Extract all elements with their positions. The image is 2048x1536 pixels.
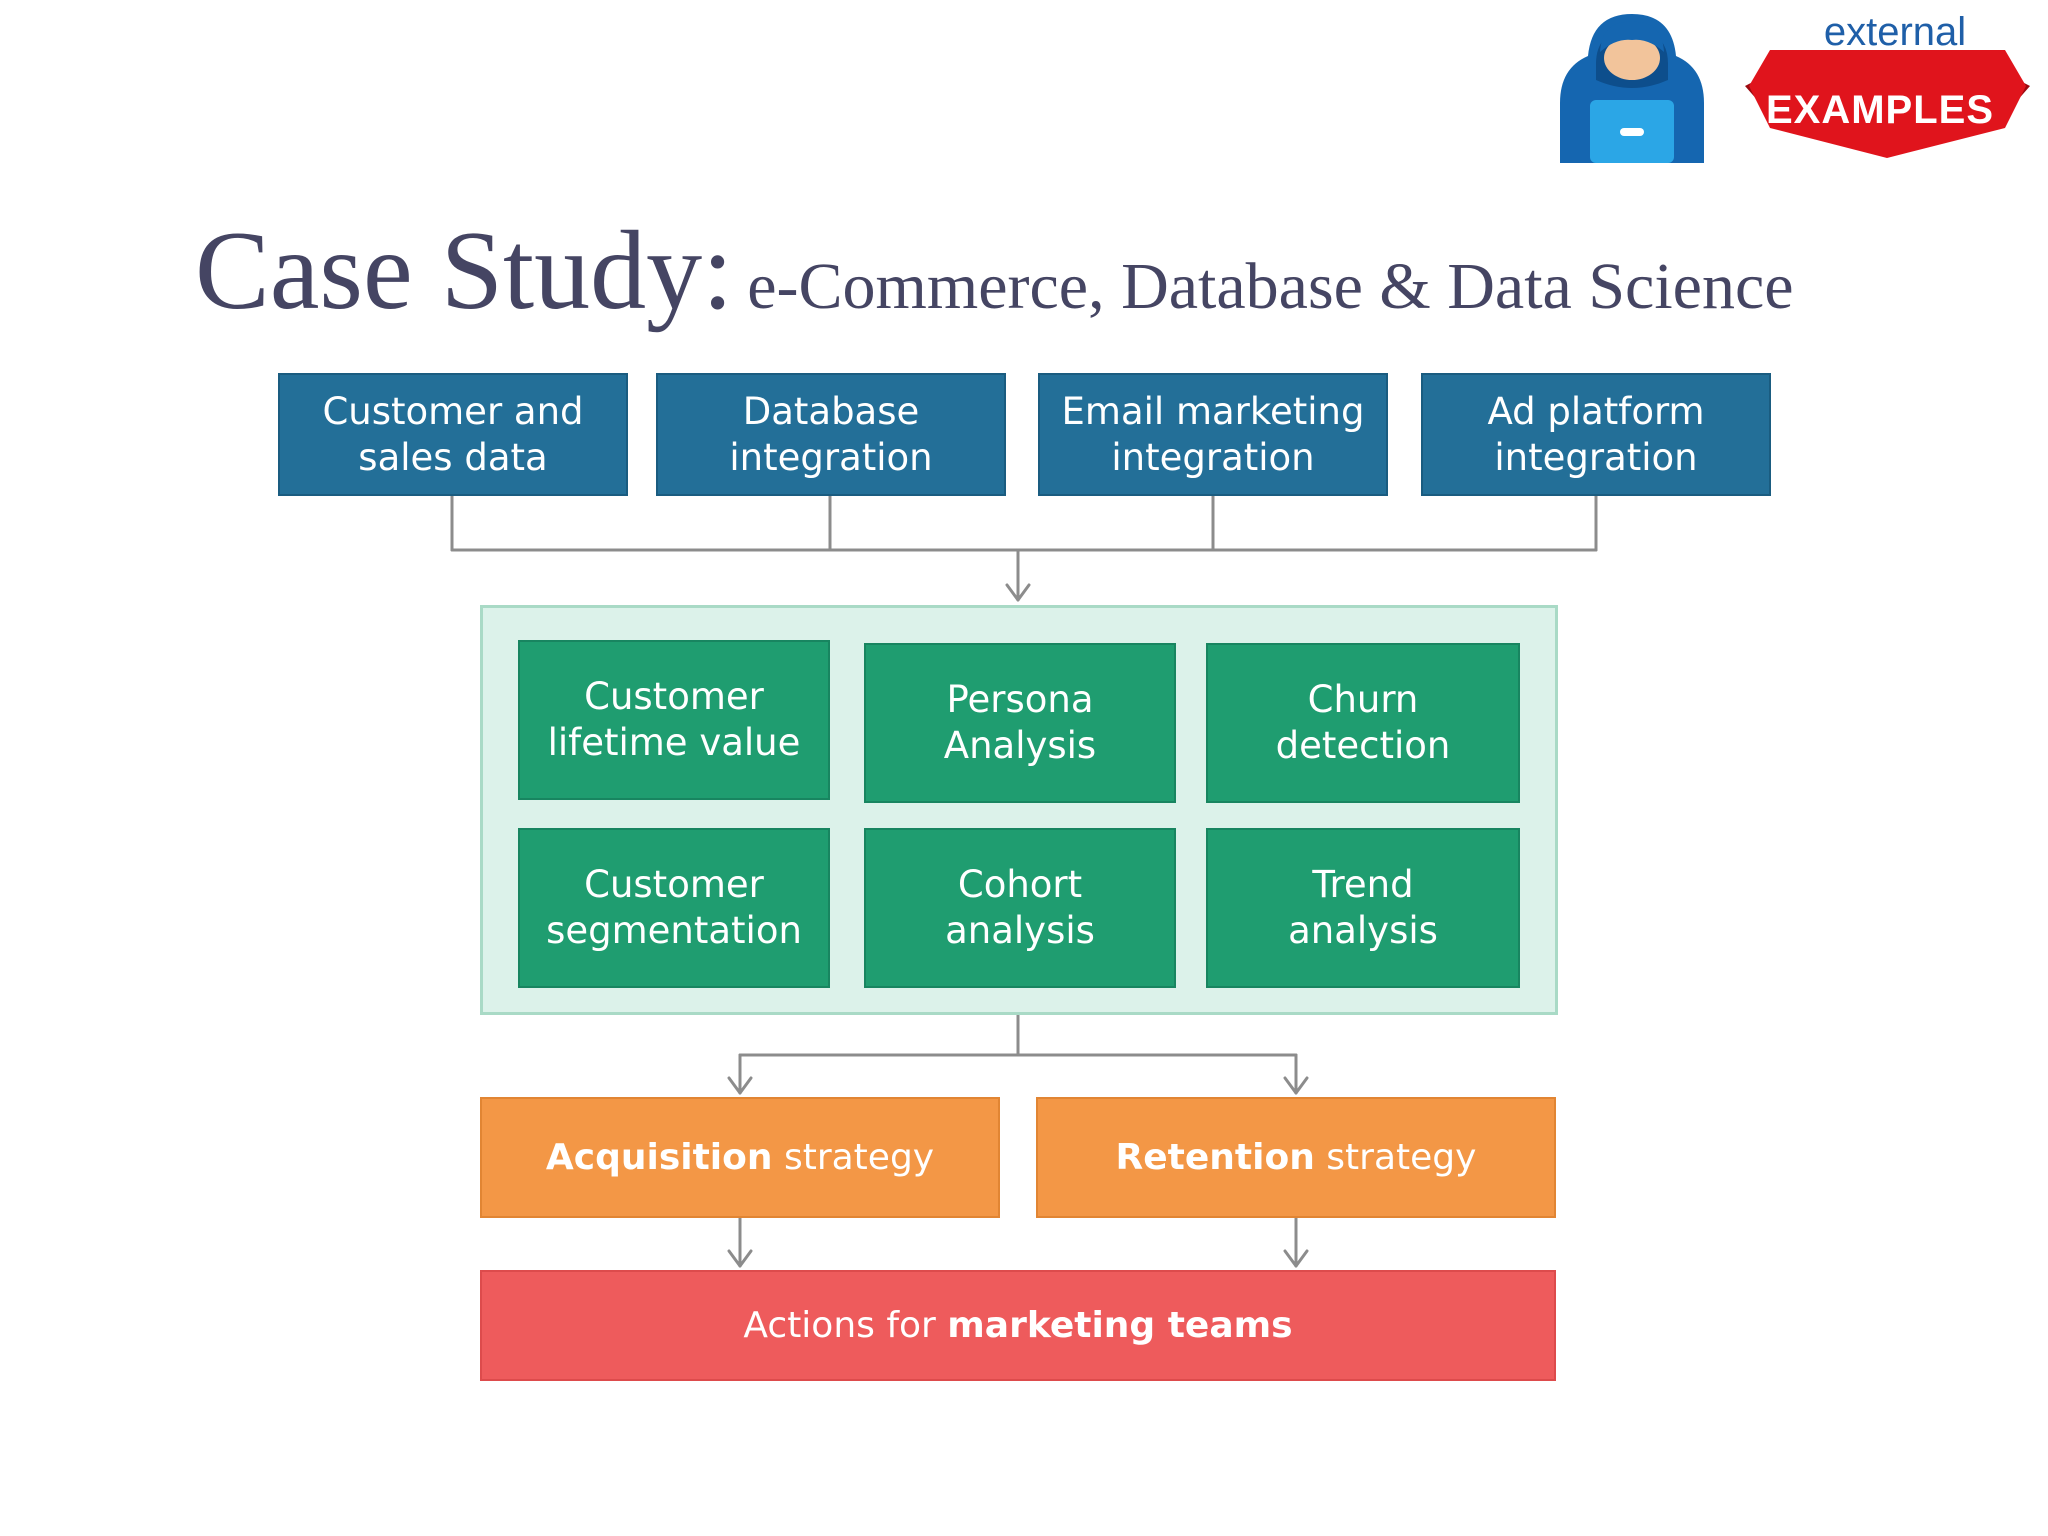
page-title: Case Study:e-Commerce, Database & Data S…: [195, 215, 1895, 327]
arrowhead-actions-right: [1283, 1249, 1309, 1268]
strategy-acquisition-lead: Acquisition: [545, 1137, 773, 1178]
analysis-churn-detection: Churn detection: [1206, 643, 1520, 803]
analysis-customer-lifetime-value: Customer lifetime value: [518, 640, 830, 800]
analysis-customer-segmentation: Customer segmentation: [518, 828, 830, 988]
arrowhead-acquisition: [727, 1076, 753, 1095]
hooded-user-icon: [1560, 14, 1704, 163]
title-main: Case Study:: [195, 209, 734, 333]
external-examples-badge: external EXAMPLES: [1530, 8, 2040, 168]
source-customer-sales-data: Customer and sales data: [278, 373, 628, 496]
badge-external-label: external: [1823, 10, 1967, 54]
actions-rest: marketing teams: [947, 1305, 1293, 1346]
badge-examples-label: EXAMPLES: [1765, 88, 1995, 132]
source-email-marketing-integration: Email marketing integration: [1038, 373, 1388, 496]
badge-graphic: [1560, 14, 2030, 163]
actions-lead: Actions for: [743, 1305, 948, 1346]
analysis-cohort: Cohort analysis: [864, 828, 1176, 988]
arrowhead-retention: [1283, 1076, 1309, 1095]
arrowhead-actions-left: [727, 1249, 753, 1268]
strategy-acquisition-rest: strategy: [772, 1137, 935, 1178]
examples-banner: [1745, 50, 2030, 158]
analysis-trend: Trend analysis: [1206, 828, 1520, 988]
analysis-persona: Persona Analysis: [864, 643, 1176, 803]
source-database-integration: Database integration: [656, 373, 1006, 496]
strategy-retention-rest: strategy: [1314, 1137, 1477, 1178]
source-ad-platform-integration: Ad platform integration: [1421, 373, 1771, 496]
title-subtitle: e-Commerce, Database & Data Science: [747, 250, 1794, 323]
actions-for-marketing-teams: Actions for marketing teams: [480, 1270, 1556, 1381]
strategy-retention-lead: Retention: [1115, 1137, 1315, 1178]
strategy-acquisition: Acquisition strategy: [480, 1097, 1000, 1218]
strategy-retention: Retention strategy: [1036, 1097, 1556, 1218]
arrowhead-panel: [1005, 583, 1031, 602]
